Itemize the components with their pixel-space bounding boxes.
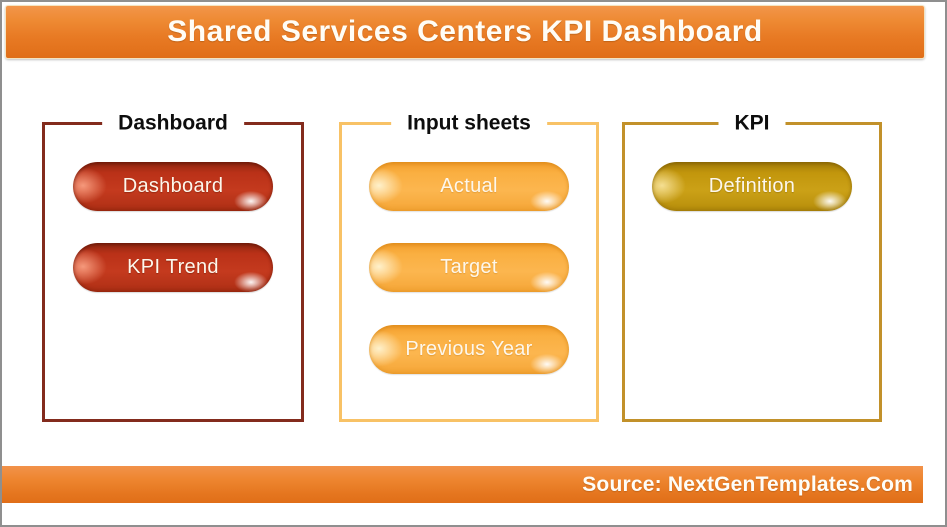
kpi-trend-button[interactable]: KPI Trend [73, 243, 273, 292]
source-credit: Source: NextGenTemplates.Com [582, 472, 913, 496]
group-input-sheets: Input sheets Actual Target Previous Year [339, 111, 599, 422]
group-input-sheets-title: Input sheets [391, 111, 547, 135]
group-kpi-title: KPI [718, 111, 786, 135]
footer-banner: Source: NextGenTemplates.Com [2, 466, 923, 503]
group-dashboard-title: Dashboard [102, 111, 244, 135]
group-kpi: KPI Definition [622, 111, 882, 422]
page-title: Shared Services Centers KPI Dashboard [167, 15, 763, 48]
group-dashboard: Dashboard Dashboard KPI Trend [42, 111, 304, 422]
dashboard-button[interactable]: Dashboard [73, 162, 273, 211]
header-banner: Shared Services Centers KPI Dashboard [5, 5, 925, 59]
previous-year-button[interactable]: Previous Year [369, 325, 569, 374]
definition-button[interactable]: Definition [652, 162, 852, 211]
actual-button[interactable]: Actual [369, 162, 569, 211]
target-button[interactable]: Target [369, 243, 569, 292]
